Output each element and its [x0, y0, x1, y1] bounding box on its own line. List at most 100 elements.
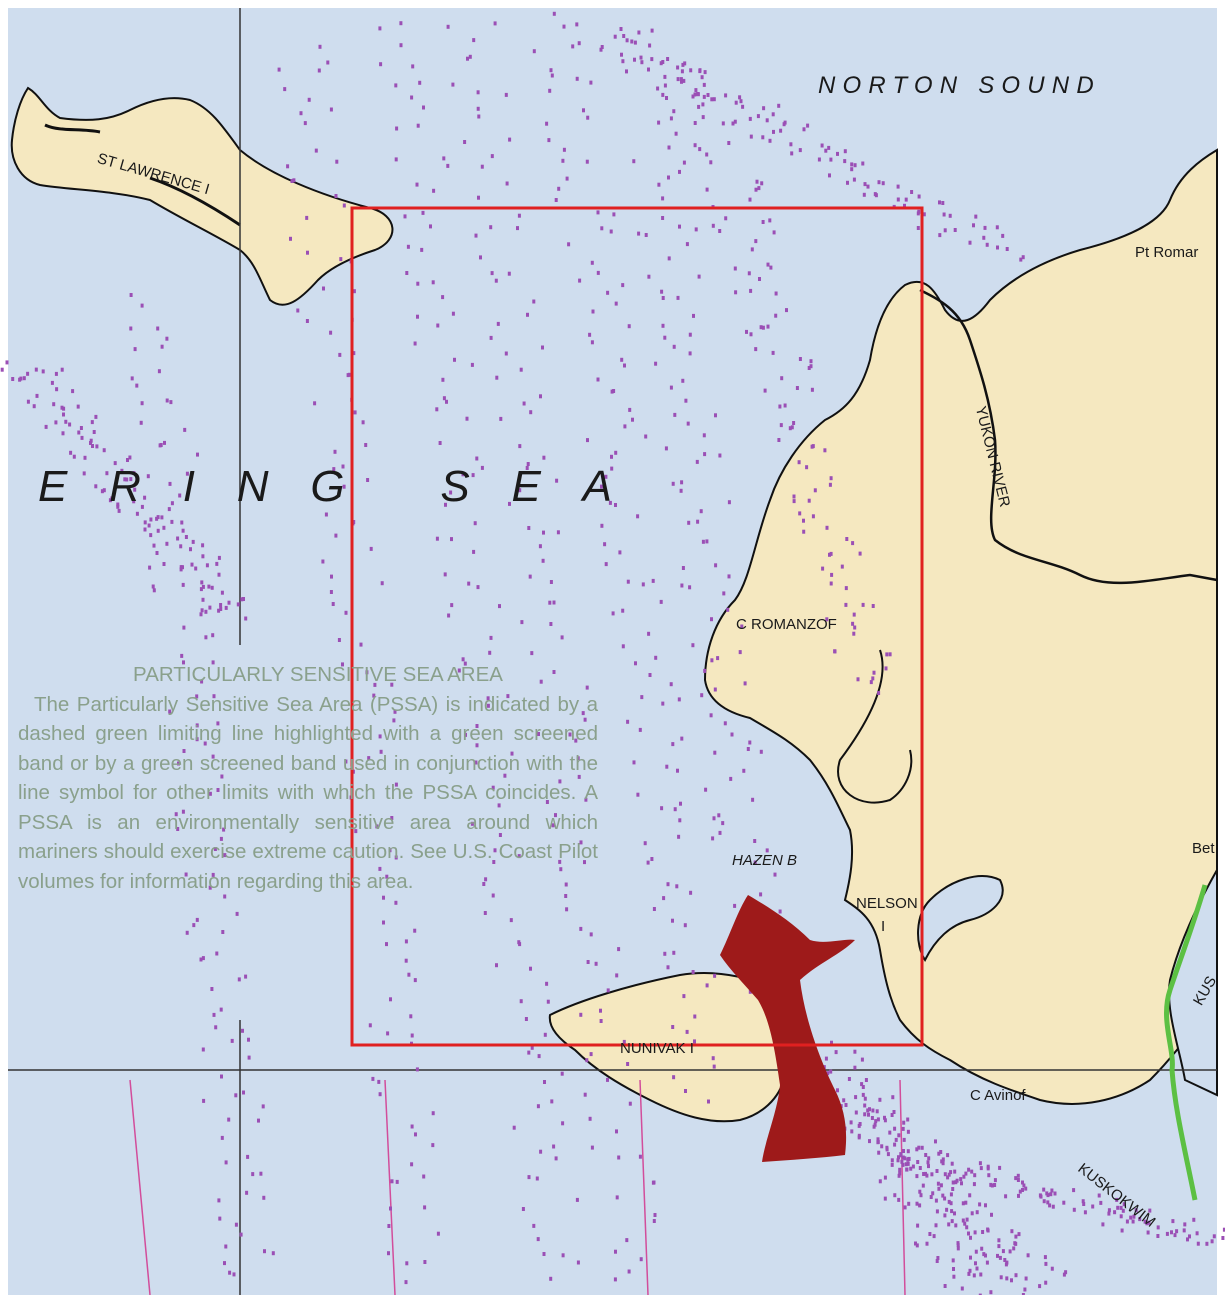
track-dot	[224, 1244, 228, 1249]
track-dot	[942, 212, 946, 217]
track-dot	[704, 787, 708, 792]
track-dot	[1004, 1194, 1008, 1199]
track-dot	[996, 1253, 999, 1258]
track-dot	[643, 841, 647, 846]
track-dot	[1165, 1231, 1169, 1236]
track-dot	[621, 283, 625, 288]
track-dot	[215, 561, 219, 566]
track-dot	[845, 537, 849, 541]
track-dot	[441, 295, 445, 300]
track-dot	[748, 197, 752, 202]
track-dot	[861, 602, 865, 607]
track-dot	[510, 751, 514, 756]
track-dot	[747, 271, 751, 276]
track-dot	[1131, 1219, 1135, 1224]
track-dot	[395, 1179, 399, 1184]
track-dot	[547, 138, 551, 143]
track-dot	[181, 528, 185, 533]
track-dot	[1072, 1188, 1076, 1193]
track-dot	[575, 22, 579, 27]
track-dot	[475, 724, 479, 728]
track-dot	[95, 444, 99, 449]
track-dot	[431, 1111, 435, 1116]
track-dot	[176, 536, 180, 541]
track-dot	[807, 366, 811, 370]
track-dot	[199, 587, 203, 592]
track-dot	[902, 1137, 906, 1142]
track-dot	[1050, 1188, 1054, 1193]
track-dot	[317, 68, 321, 73]
track-dot	[701, 102, 705, 107]
track-dot	[738, 95, 742, 100]
track-dot	[938, 200, 941, 205]
track-dot	[965, 1217, 969, 1222]
track-dot	[551, 823, 555, 828]
track-dot	[1014, 1234, 1018, 1239]
track-dot	[1024, 1186, 1028, 1191]
track-dot	[820, 143, 824, 148]
track-dot	[893, 1126, 897, 1131]
track-dot	[1205, 1241, 1209, 1246]
track-dot	[413, 978, 417, 983]
track-dot	[881, 181, 885, 186]
track-dot	[975, 1210, 979, 1215]
track-dot	[545, 981, 549, 986]
track-dot	[1072, 1207, 1076, 1212]
track-dot	[313, 401, 317, 406]
track-dot	[170, 501, 174, 506]
track-dot	[640, 695, 644, 700]
track-dot	[191, 539, 195, 544]
track-dot	[993, 1178, 997, 1183]
track-dot	[999, 1275, 1003, 1280]
track-dot	[41, 369, 45, 374]
track-dot	[1039, 1194, 1043, 1199]
track-dot	[745, 329, 748, 334]
track-dot	[251, 1172, 255, 1177]
track-dot	[949, 1201, 953, 1206]
track-dot	[672, 1075, 676, 1080]
track-dot	[160, 515, 164, 520]
track-dot	[997, 1244, 1001, 1249]
track-dot	[774, 291, 778, 296]
track-dot	[307, 97, 311, 102]
track-dot	[858, 551, 862, 556]
track-dot	[373, 682, 377, 687]
track-dot	[545, 121, 549, 126]
track-dot	[941, 1161, 945, 1166]
track-dot	[661, 296, 665, 300]
track-dot	[748, 989, 752, 994]
track-dot	[617, 947, 621, 952]
track-dot	[599, 1008, 602, 1013]
track-dot	[955, 1178, 959, 1183]
track-dot	[763, 388, 767, 393]
track-dot	[577, 774, 581, 779]
track-dot	[671, 742, 675, 747]
track-dot	[1046, 1200, 1050, 1205]
track-dot	[911, 1164, 915, 1169]
track-dot	[610, 466, 614, 471]
track-dot	[490, 271, 494, 276]
track-dot	[110, 496, 114, 501]
track-dot	[667, 145, 671, 150]
track-dot	[208, 885, 212, 890]
track-dot	[644, 434, 648, 439]
track-dot	[758, 277, 761, 281]
track-dot	[220, 774, 224, 779]
label-nunivak: NUNIVAK I	[620, 1040, 694, 1057]
vessel-tracks	[0, 11, 1225, 1295]
track-dot	[62, 412, 65, 417]
track-dot	[132, 499, 136, 504]
track-dot	[929, 1195, 933, 1199]
track-dot	[780, 376, 784, 381]
track-dot	[647, 274, 651, 279]
track-dot	[650, 28, 654, 33]
track-dot	[951, 1180, 955, 1185]
track-dot	[798, 511, 802, 516]
track-dot	[79, 426, 83, 430]
track-dot	[1119, 1214, 1123, 1219]
track-dot	[305, 215, 309, 220]
track-dot	[811, 514, 815, 519]
track-dot	[934, 1223, 938, 1228]
track-dot	[979, 1166, 983, 1171]
track-dot	[271, 1251, 275, 1256]
